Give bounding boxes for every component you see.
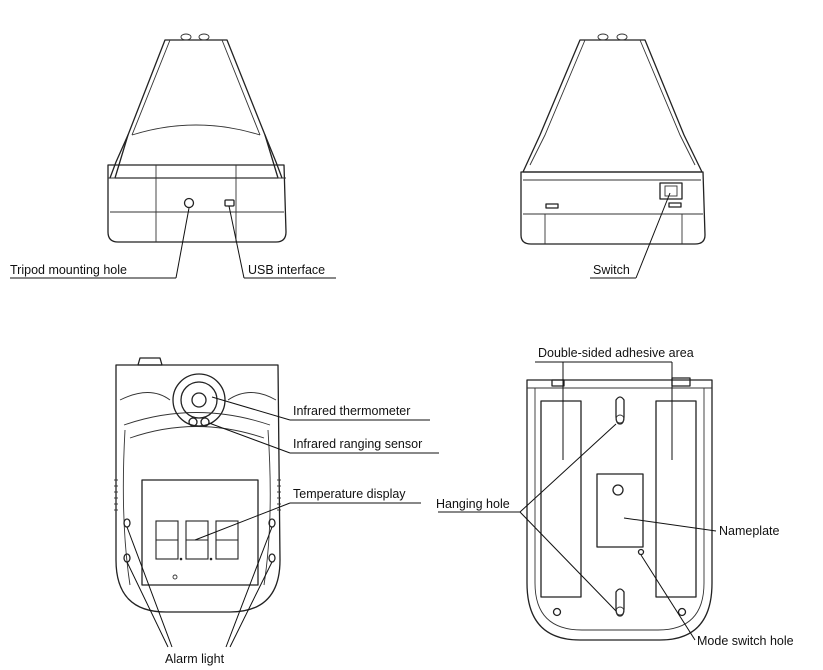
label-hanging: Hanging hole [436,497,510,511]
label-mode-switch: Mode switch hole [697,634,794,648]
display-window [141,479,259,586]
hanging-hole-top [615,396,625,425]
alarm-light-4 [268,553,276,563]
label-adhesive: Double-sided adhesive area [538,346,694,360]
switch-shape [659,182,683,200]
view-bottom-front [107,33,287,243]
temperature-digits [155,520,239,561]
ranging-sensor-left [188,417,198,427]
side-vents-right [277,479,281,511]
view-back-switch [520,33,706,245]
adhesive-area-left [540,400,582,598]
label-ranging: Infrared ranging sensor [293,437,422,451]
side-vents-left [114,479,118,511]
label-switch: Switch [593,263,630,277]
hanging-hole-bottom [615,588,625,617]
view-front-face [114,357,281,613]
label-nameplate: Nameplate [719,524,779,538]
ranging-sensor-right [200,417,210,427]
labels: Tripod mounting hole USB interface Switc… [10,263,794,666]
leader-lines [10,192,717,648]
label-thermometer: Infrared thermometer [293,404,410,418]
label-tripod-hole: Tripod mounting hole [10,263,127,277]
label-temp-display: Temperature display [293,487,406,501]
label-alarm: Alarm light [165,652,225,666]
alarm-light-1 [123,518,131,528]
adhesive-area-right [655,400,697,598]
mode-switch-hole-shape [637,548,645,556]
nameplate-area [596,473,644,548]
label-usb: USB interface [248,263,325,277]
tripod-hole-shape [183,197,195,209]
view-back-plate [526,377,713,641]
usb-port-shape [224,199,235,207]
thermometer-lens [172,373,226,427]
